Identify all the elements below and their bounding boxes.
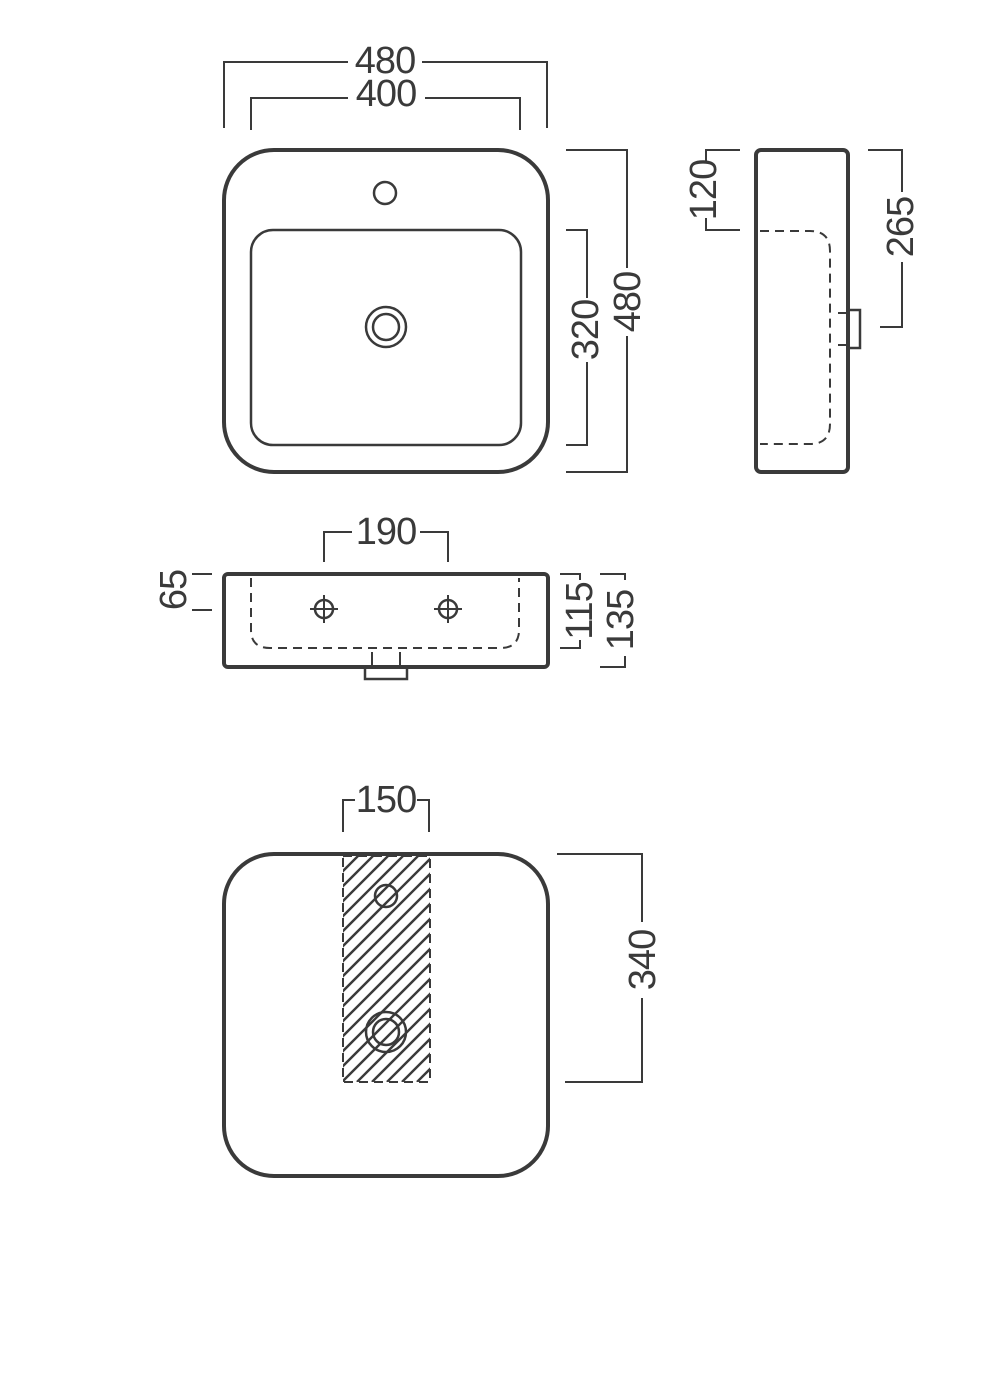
top-view-bowl xyxy=(249,228,523,447)
hatch-line xyxy=(343,872,430,963)
hatch-line xyxy=(343,856,359,873)
side-view-outline xyxy=(754,148,850,474)
dim-rim-height: 65 xyxy=(153,570,212,611)
front-view-outline xyxy=(222,572,550,669)
dim-tap-spacing-label: 190 xyxy=(356,511,416,553)
dim-overall-depth: 480 xyxy=(566,149,649,473)
dim-basin-depth: 320 xyxy=(565,229,607,446)
top-view-outline xyxy=(222,148,550,474)
dim-overall-height: 135 xyxy=(600,573,642,668)
hatch-line xyxy=(343,857,430,948)
front-view: 190 65 115 135 xyxy=(153,511,642,681)
drain-inner-icon xyxy=(371,312,401,342)
dim-tap-spacing: 190 xyxy=(323,511,449,562)
hatch-line xyxy=(356,1007,430,1082)
dim-overall-width: 480 xyxy=(223,40,548,128)
tap-hole-icon xyxy=(372,180,398,206)
hatch-line xyxy=(343,902,430,993)
dim-tap-offset-label: 120 xyxy=(683,160,725,220)
dim-tap-offset: 120 xyxy=(683,149,740,231)
fixing-zone-hatch xyxy=(342,855,431,1083)
hatch-line xyxy=(343,932,430,1023)
hatch-line xyxy=(371,1022,430,1082)
dim-basin-width-label: 400 xyxy=(356,73,416,115)
front-view-waste-icon xyxy=(363,665,409,681)
hatch-line xyxy=(343,977,430,1068)
dim-zone-width: 150 xyxy=(342,779,430,832)
drain-outer-icon xyxy=(364,305,408,349)
hatch-line xyxy=(343,856,404,918)
dim-bowl-depth: 115 xyxy=(559,573,601,649)
bottom-drain-outer-icon xyxy=(364,1010,408,1054)
hatch-line xyxy=(386,1037,430,1082)
hatch-line xyxy=(343,856,374,888)
side-view-bowl-hidden xyxy=(760,230,831,445)
waste-outlet-icon xyxy=(846,308,862,350)
fixing-hole-left-icon xyxy=(310,595,338,623)
hatch-line xyxy=(343,962,430,1053)
bottom-view: 150 340 xyxy=(222,779,664,1178)
dim-zone-depth: 340 xyxy=(557,853,664,1083)
front-view-bowl-hidden xyxy=(250,578,520,649)
top-view: 480 400 480 320 xyxy=(222,40,649,474)
hatch-line xyxy=(343,856,389,903)
dim-waste-height-label: 265 xyxy=(880,197,922,257)
hatch-line xyxy=(401,1052,430,1082)
hatch-line xyxy=(343,887,430,978)
bottom-tap-hole-icon xyxy=(373,883,399,909)
hatch-line xyxy=(343,947,430,1038)
hatch-line xyxy=(343,856,419,933)
dim-zone-depth-label: 340 xyxy=(622,930,664,990)
side-view: 120 265 xyxy=(683,148,922,474)
dim-overall-height-label: 135 xyxy=(600,590,642,650)
dim-bowl-depth-label: 115 xyxy=(559,582,601,640)
bottom-view-outline xyxy=(222,852,550,1178)
dim-basin-width: 400 xyxy=(250,73,521,130)
hatch-line xyxy=(343,856,344,858)
hatch-line xyxy=(343,917,430,1008)
dim-zone-width-label: 150 xyxy=(356,779,416,821)
dim-overall-depth-label: 480 xyxy=(607,272,649,332)
dim-basin-depth-label: 320 xyxy=(565,300,607,360)
bottom-drain-inner-icon xyxy=(371,1017,401,1047)
fixing-hole-right-icon xyxy=(434,595,462,623)
dim-waste-height: 265 xyxy=(868,149,922,328)
hatch-line xyxy=(416,1067,430,1082)
dim-overall-width-label: 480 xyxy=(355,40,415,82)
dim-rim-height-label: 65 xyxy=(153,570,195,610)
